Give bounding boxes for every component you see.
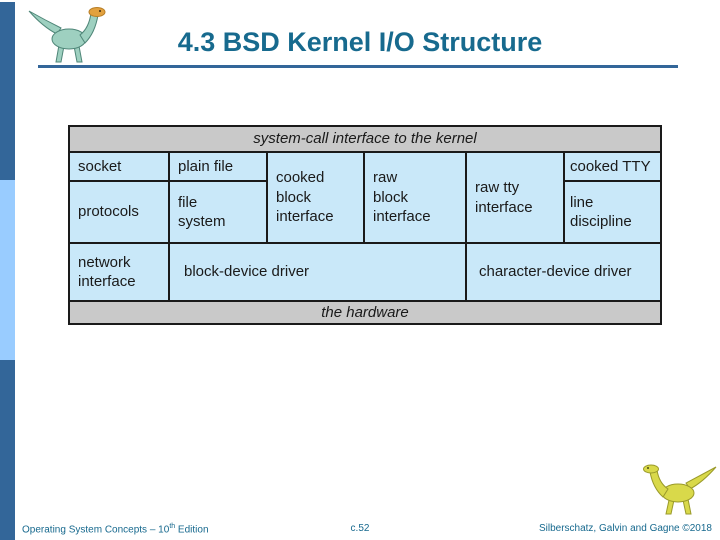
cell-raw-tty-interface: raw tty interface (466, 152, 564, 243)
footer-page-number: c.52 (350, 523, 370, 534)
page-title: 4.3 BSD Kernel I/O Structure (177, 27, 543, 57)
footer-book-title: Operating System Concepts – 10th Edition (22, 523, 209, 535)
footer-authors: Silberschatz, Galvin and Gagne ©2018 (538, 523, 712, 534)
cell-block-device-driver: block-device driver (169, 243, 466, 301)
cell-the-hardware: the hardware (69, 301, 661, 324)
dinosaur-footer-icon (636, 461, 718, 517)
cell-protocols: protocols (69, 181, 169, 243)
cell-cooked-block-interface: cooked block interface (267, 152, 364, 243)
cell-network-interface: network interface (69, 243, 169, 301)
dinosaur-logo-icon (27, 3, 117, 67)
cell-character-device-driver: character-device driver (466, 243, 661, 301)
cell-file-system: file system (169, 181, 267, 243)
cell-plain-file: plain file (169, 152, 267, 181)
footer-book-title-text: Operating System Concepts – 10 (22, 524, 170, 536)
bsd-io-structure-table: system-call interface to the kernel sock… (68, 125, 662, 325)
footer-edition-superscript: th (169, 523, 176, 530)
sidebar-bottom-segment (0, 360, 15, 540)
sidebar-middle-segment (0, 180, 15, 360)
cell-raw-block-interface: raw block interface (364, 152, 466, 243)
cell-system-call-interface: system-call interface to the kernel (69, 126, 661, 152)
cell-socket: socket (69, 152, 169, 181)
cell-cooked-tty: cooked TTY (564, 152, 661, 181)
sidebar-top-segment (0, 2, 15, 180)
title-underline (38, 65, 678, 68)
cell-line-discipline: line discipline (564, 181, 661, 243)
footer-edition-suffix: Edition (175, 524, 209, 536)
